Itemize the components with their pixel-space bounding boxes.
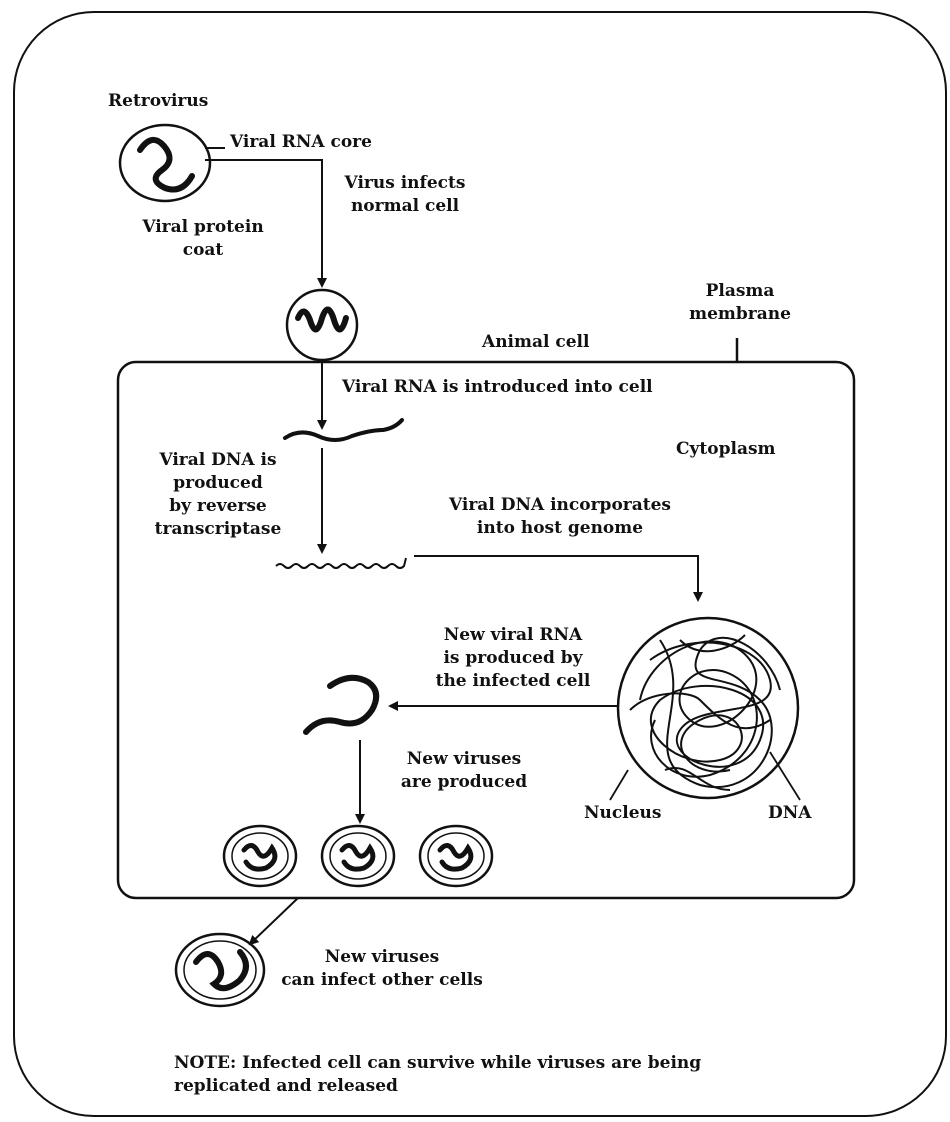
retrovirus-label: Retrovirus (108, 91, 209, 111)
viral-dna-strand (275, 557, 407, 569)
animal-cell-membrane (116, 360, 856, 900)
new-virus-2 (320, 824, 396, 888)
viral-protein-coat-label: Viral protein coat (142, 217, 264, 260)
rna-introduced-label: Viral RNA is introduced into cell (342, 377, 653, 397)
viral-rna-strand (283, 418, 404, 442)
new-rna-label: New viral RNA is produced by the infecte… (435, 625, 591, 691)
retrovirus-icon (118, 123, 212, 203)
plasma-membrane-label: Plasma membrane (689, 281, 791, 324)
new-viruses-infect-label: New viruses can infect other cells (281, 947, 483, 990)
note-text: NOTE: Infected cell can survive while vi… (174, 1053, 702, 1096)
infecting-virus-icon (285, 288, 359, 362)
viral-rna-core-label: Viral RNA core (230, 132, 372, 152)
new-virus-1 (222, 824, 298, 888)
dna-leader (769, 751, 801, 801)
nucleus-leader (609, 769, 629, 801)
released-virus-icon (174, 932, 266, 1008)
incorporate-arrow (414, 555, 703, 602)
nucleus-icon (616, 616, 800, 800)
dna-label: DNA (768, 803, 812, 823)
dna-incorporates-label: Viral DNA incorporates into host genome (449, 495, 671, 538)
nucleus-label: Nucleus (584, 803, 662, 823)
infect-arrow (205, 159, 327, 288)
animal-cell-label: Animal cell (482, 332, 590, 352)
dna-produced-label: Viral DNA is produced by reverse transcr… (154, 450, 282, 539)
new-virus-3 (418, 824, 494, 888)
outer-frame (13, 11, 947, 1117)
new-viruses-produced-label: New viruses are produced (400, 749, 528, 792)
release-arrow (248, 897, 299, 946)
virus-infects-label: Virus infects normal cell (344, 173, 466, 216)
new-viral-rna (303, 674, 380, 735)
cytoplasm-label: Cytoplasm (676, 439, 776, 459)
